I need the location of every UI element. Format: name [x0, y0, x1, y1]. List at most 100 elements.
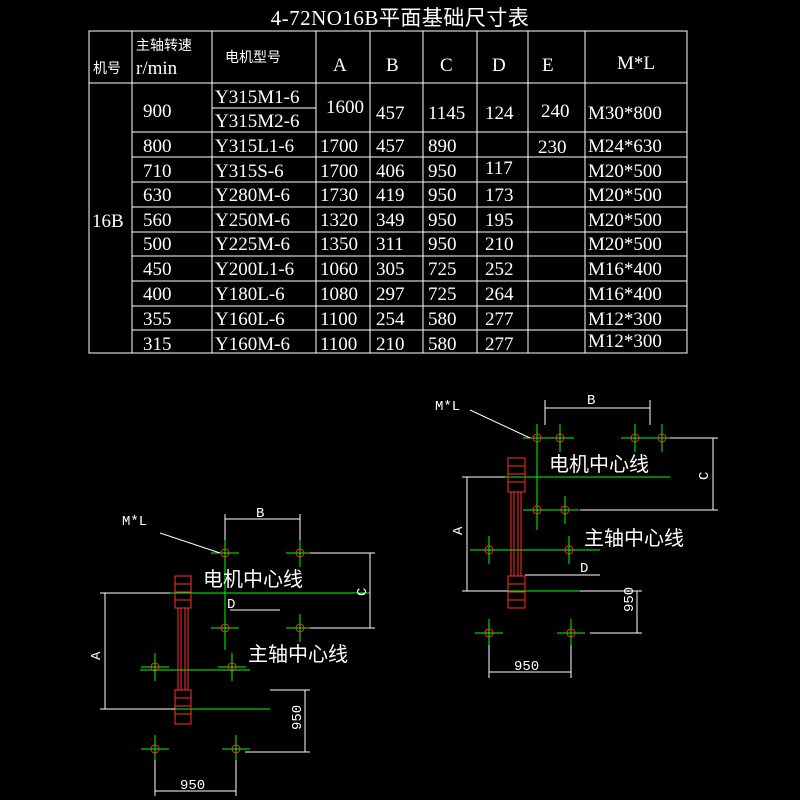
a-label: A [451, 526, 467, 535]
d-cell: 277 [485, 334, 514, 355]
motor-cell: Y160L-6 [215, 309, 285, 330]
header-speed-unit: r/min [136, 58, 178, 79]
speed-cell: 710 [143, 161, 172, 182]
motor-cell: Y225M-6 [215, 234, 290, 255]
table-row: 710 Y315S-6 1700 406 950 117 M20*500 [143, 158, 662, 182]
d-cell: 124 [485, 103, 514, 124]
table-row: 500 Y225M-6 1350 311 950 210 M20*500 [143, 234, 662, 255]
c-cell: 950 [428, 161, 457, 182]
speed-cell: 355 [143, 309, 172, 330]
motor-cell: Y250M-6 [215, 210, 290, 231]
header-speed: 主轴转速 [136, 38, 192, 54]
b-cell: 349 [376, 210, 405, 231]
c-cell: 950 [428, 185, 457, 206]
header-motor: 电机型号 [225, 50, 281, 66]
dim-950-horizontal: 950 [180, 778, 205, 794]
ml-cell: M16*400 [588, 284, 662, 305]
d-cell: 117 [485, 158, 513, 179]
a-cell: 1600 [326, 97, 364, 118]
ml-cell: M20*500 [588, 234, 662, 255]
c-label: C [697, 472, 713, 480]
left-foundation-plan: M*L B C D A 950 950 电机中心线 主轴中心线 [89, 506, 375, 796]
motor-cell: Y200L1-6 [215, 259, 294, 280]
ml-cell: M30*800 [588, 103, 662, 124]
table-row: 315 Y160M-6 1100 210 580 277 M12*300 [143, 331, 662, 355]
b-cell: 406 [376, 161, 405, 182]
ml-cell: M20*500 [588, 161, 662, 182]
shaft-body [174, 575, 192, 725]
ml-cell: M24*630 [588, 136, 662, 157]
header-ml: M*L [617, 53, 655, 74]
a-cell: 1700 [320, 161, 358, 182]
dim-950-vertical: 950 [622, 587, 638, 612]
a-cell: 1100 [320, 334, 357, 355]
header-d: D [492, 55, 506, 76]
ml-cell: M12*300 [588, 309, 662, 330]
c-cell: 950 [428, 210, 457, 231]
ml-cell: M16*400 [588, 259, 662, 280]
e-cell: 240 [541, 101, 570, 122]
table-row: 560 Y250M-6 1320 349 950 195 M20*500 [143, 210, 662, 231]
motor-center-line-label: 电机中心线 [203, 567, 303, 591]
c-cell: 580 [428, 309, 457, 330]
a-cell: 1080 [320, 284, 358, 305]
a-cell: 1350 [320, 234, 358, 255]
shaft-body [507, 457, 526, 609]
d-cell: 264 [485, 284, 514, 305]
header-a: A [333, 55, 347, 76]
e-cell: 230 [538, 137, 567, 158]
ml-cell: M12*300 [588, 331, 662, 352]
speed-cell: 900 [143, 101, 172, 122]
c-cell: 580 [428, 334, 457, 355]
a-cell: 1700 [320, 136, 358, 157]
b-label: B [587, 393, 595, 409]
speed-cell: 315 [143, 334, 172, 355]
ml-label: M*L [435, 399, 460, 415]
right-foundation-plan: M*L B C D A 950 950 电机中心线 主轴中心线 [435, 393, 718, 678]
motor-cell: Y315M1-6 [215, 87, 299, 108]
b-label: B [256, 506, 264, 522]
a-label: A [89, 651, 105, 660]
table-row: 800 Y315L1-6 1700 457 890 230 M24*630 [143, 136, 662, 158]
d-cell: 195 [485, 210, 514, 231]
c-cell: 950 [428, 234, 457, 255]
d-cell: 210 [485, 234, 514, 255]
table-row: 900 Y315M1-6 Y315M2-6 1600 457 1145 124 … [143, 87, 662, 132]
d-cell: 277 [485, 309, 514, 330]
shaft-center-line-label: 主轴中心线 [584, 526, 684, 550]
d-label: D [580, 561, 588, 577]
motor-cell: Y315M2-6 [215, 111, 299, 132]
anchor-bolt-marks [141, 539, 314, 763]
speed-cell: 500 [143, 234, 172, 255]
c-cell: 725 [428, 259, 457, 280]
d-label: D [227, 597, 235, 613]
speed-cell: 800 [143, 136, 172, 157]
b-cell: 311 [376, 234, 404, 255]
table-row: 630 Y280M-6 1730 419 950 173 M20*500 [143, 185, 662, 206]
b-cell: 305 [376, 259, 405, 280]
table-row: 400 Y180L-6 1080 297 725 264 M16*400 [143, 284, 662, 305]
motor-center-line-label: 电机中心线 [549, 452, 649, 476]
speed-cell: 560 [143, 210, 172, 231]
table-row: 355 Y160L-6 1100 254 580 277 M12*300 [143, 309, 662, 330]
ml-cell: M20*500 [588, 210, 662, 231]
c-cell: 890 [428, 136, 457, 157]
b-cell: 297 [376, 284, 405, 305]
motor-cell: Y160M-6 [215, 334, 290, 355]
b-cell: 457 [376, 136, 405, 157]
b-cell: 210 [376, 334, 405, 355]
shaft-center-line-label: 主轴中心线 [248, 642, 348, 666]
motor-cell: Y315S-6 [215, 161, 284, 182]
speed-cell: 400 [143, 284, 172, 305]
b-cell: 419 [376, 185, 405, 206]
header-b: B [386, 55, 399, 76]
c-cell: 725 [428, 284, 457, 305]
ml-cell: M20*500 [588, 185, 662, 206]
b-cell: 254 [376, 309, 405, 330]
header-machine: 机号 [93, 61, 121, 77]
table-row: 450 Y200L1-6 1060 305 725 252 M16*400 [143, 259, 662, 280]
d-cell: 173 [485, 185, 514, 206]
ml-label: M*L [122, 514, 147, 530]
motor-cell: Y315L1-6 [215, 136, 294, 157]
